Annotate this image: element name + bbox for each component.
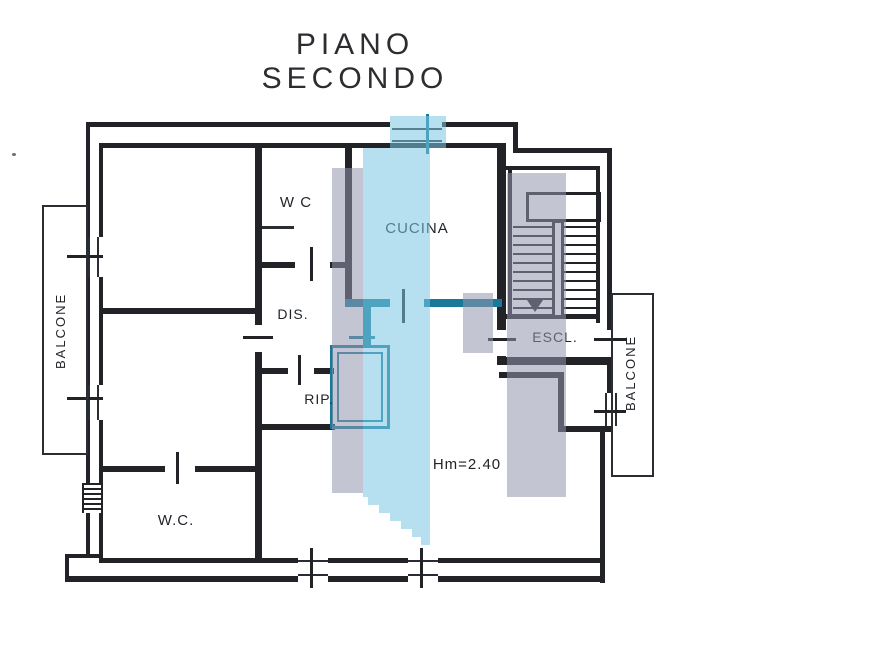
wall-segment [314, 368, 334, 374]
window-tick [594, 410, 626, 413]
scan-speck [12, 153, 16, 156]
window-line [392, 140, 442, 142]
window-tick [310, 548, 313, 588]
door-tick [594, 338, 626, 341]
window-line [88, 385, 90, 420]
wall-segment [607, 150, 612, 330]
room-label-rip: RIP. [304, 391, 334, 407]
wall-segment [600, 428, 605, 583]
wall-segment [99, 308, 259, 314]
rip-teal-enclosure-inner [337, 352, 383, 422]
ceiling-height-note: Hm=2.40 [432, 456, 502, 473]
wall-segment [65, 554, 101, 558]
hatched-window [82, 483, 103, 513]
wall-segment [99, 143, 505, 148]
wall-segment [99, 466, 165, 472]
highlight-blue-band [363, 148, 430, 497]
window-line [392, 128, 442, 130]
wall-segment [99, 513, 103, 558]
door-tick [488, 338, 516, 341]
window-line [298, 574, 328, 576]
wall-segment [99, 558, 298, 563]
wall-segment [255, 352, 262, 558]
balcony-right [611, 293, 654, 477]
wall-segment [438, 576, 605, 582]
wall-segment [86, 122, 90, 483]
stair-direction-arrow [527, 300, 543, 312]
wall-segment [88, 122, 390, 127]
wall-segment [345, 143, 352, 299]
door-tick [176, 452, 179, 484]
highlight-blue-step [379, 505, 430, 513]
wall-segment [558, 372, 564, 432]
wall-segment [497, 143, 506, 330]
wall-segment [99, 420, 103, 483]
wall-segment [255, 424, 335, 430]
window-line [298, 560, 328, 562]
wall-segment [99, 143, 103, 237]
highlight-blue-step [421, 537, 430, 545]
wall-segment [65, 554, 69, 582]
room-label-escl: ESCL. [532, 329, 578, 345]
wall-segment [255, 262, 295, 268]
balcony-left [42, 205, 88, 455]
wall-segment [499, 357, 612, 365]
door-tick [310, 247, 313, 281]
door-tick [402, 289, 405, 323]
room-label-cucina: CUCINA [385, 220, 449, 237]
window-line [615, 393, 617, 426]
room-label-wc-top: W C [279, 194, 313, 211]
door-tick [243, 336, 273, 339]
highlight-blue-step [390, 513, 430, 521]
wall-segment [499, 372, 563, 378]
window-line [97, 385, 99, 420]
wall-segment [328, 576, 408, 582]
wall-segment [65, 576, 298, 582]
wall-segment [328, 558, 408, 563]
window-line [605, 393, 607, 426]
room-label-wc-bottom: W.C. [157, 512, 195, 529]
wall-segment [195, 466, 259, 472]
stair-landing [526, 192, 601, 222]
window-tick [426, 114, 429, 154]
stair-wall [508, 166, 512, 318]
highlight-blue-step [401, 521, 430, 529]
window-line [408, 560, 438, 562]
door-tick [298, 355, 301, 385]
wall-segment [607, 357, 612, 393]
stair-divider [552, 220, 564, 318]
stair-flight-right [563, 226, 597, 316]
window-line [408, 574, 438, 576]
highlight-blue-step [368, 497, 430, 505]
wall-segment [442, 122, 518, 127]
wall-segment [513, 122, 518, 153]
highlight-blue-step [412, 529, 430, 537]
teal-wall [345, 299, 390, 307]
balcony-right-label: BALCONE [623, 334, 638, 412]
teal-wall [424, 299, 502, 307]
door-tick [349, 336, 375, 339]
balcony-left-label: BALCONE [53, 292, 68, 369]
wall-segment [86, 513, 90, 558]
stair-wall [596, 166, 600, 323]
wall-segment [438, 558, 602, 563]
window-tick [67, 397, 103, 400]
teal-wall [363, 307, 371, 347]
stair-flight-left [513, 226, 552, 310]
stair-wall [506, 166, 600, 170]
wall-segment [255, 143, 262, 325]
window-tick [420, 548, 423, 588]
wall-segment [99, 277, 103, 385]
room-label-dis: DIS. [277, 306, 309, 322]
window-tick [67, 255, 103, 258]
wall-segment [513, 148, 612, 153]
plan-title: PIANO SECONDO [261, 28, 449, 95]
wall-segment [255, 368, 288, 374]
fixture-line [262, 226, 294, 229]
wall-segment [558, 426, 612, 432]
